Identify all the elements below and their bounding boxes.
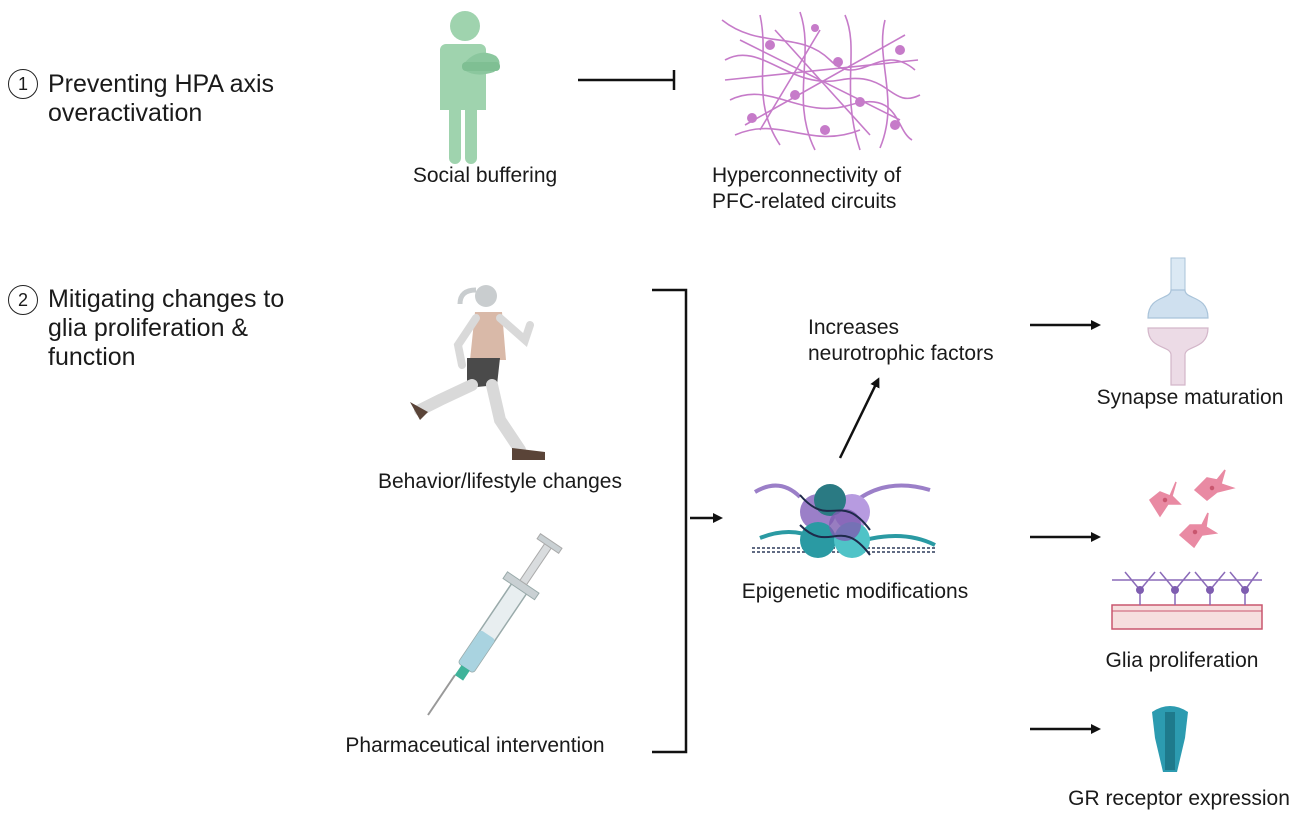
step-2-title-line1: Mitigating changes to [48,285,285,313]
synapse-icon [1147,257,1209,386]
step-1-title-line2: overactivation [48,99,203,127]
runner-icon [410,285,545,460]
social-buffering-person-icon [440,11,500,164]
convergence-bracket [652,288,688,754]
step-1-number: 1 [8,69,38,99]
social-buffering-label: Social buffering [412,164,558,187]
hyperconnectivity-label: Hyperconnectivity of PFC-related circuit… [712,163,901,215]
glia-proliferation-label: Glia proliferation [1105,649,1259,672]
step-1-title-line1: Preventing HPA axis [48,70,275,98]
behavior-lifestyle-label: Behavior/lifestyle changes [378,470,622,493]
hyperconnectivity-label-line1: Hyperconnectivity of [712,164,902,187]
step-2-title: Mitigating changes to glia proliferation… [48,285,284,372]
neurotrophic-label-line2: neurotrophic factors [808,342,994,365]
step-2-number: 2 [8,285,38,315]
neurotrophic-label: Increases neurotrophic factors [808,315,994,367]
synapse-maturation-label: Synapse maturation [1096,386,1284,409]
pharmaceutical-label: Pharmaceutical intervention [345,734,605,757]
neurotrophic-label-line1: Increases [808,316,900,339]
histone-nucleosome-icon [752,483,936,558]
syringe-icon [427,533,563,716]
neural-network-icon [721,11,921,151]
glia-layer-icon [1111,571,1263,630]
gr-receptor-expression-label: GR receptor expression [1068,787,1290,810]
glia-cells-icon [1149,469,1236,549]
step-1-title: Preventing HPA axis overactivation [48,70,274,128]
step-2-title-line2: glia proliferation & [48,314,249,342]
neuron-cell-bodies [747,24,905,135]
gr-receptor-icon [1152,706,1188,772]
hyperconnectivity-label-line2: PFC-related circuits [712,190,897,213]
neurotrophic-arrow [838,377,880,459]
inhibition-arrow [578,70,676,90]
epigenetic-label: Epigenetic modifications [741,580,969,603]
step-2-title-line3: function [48,343,136,371]
